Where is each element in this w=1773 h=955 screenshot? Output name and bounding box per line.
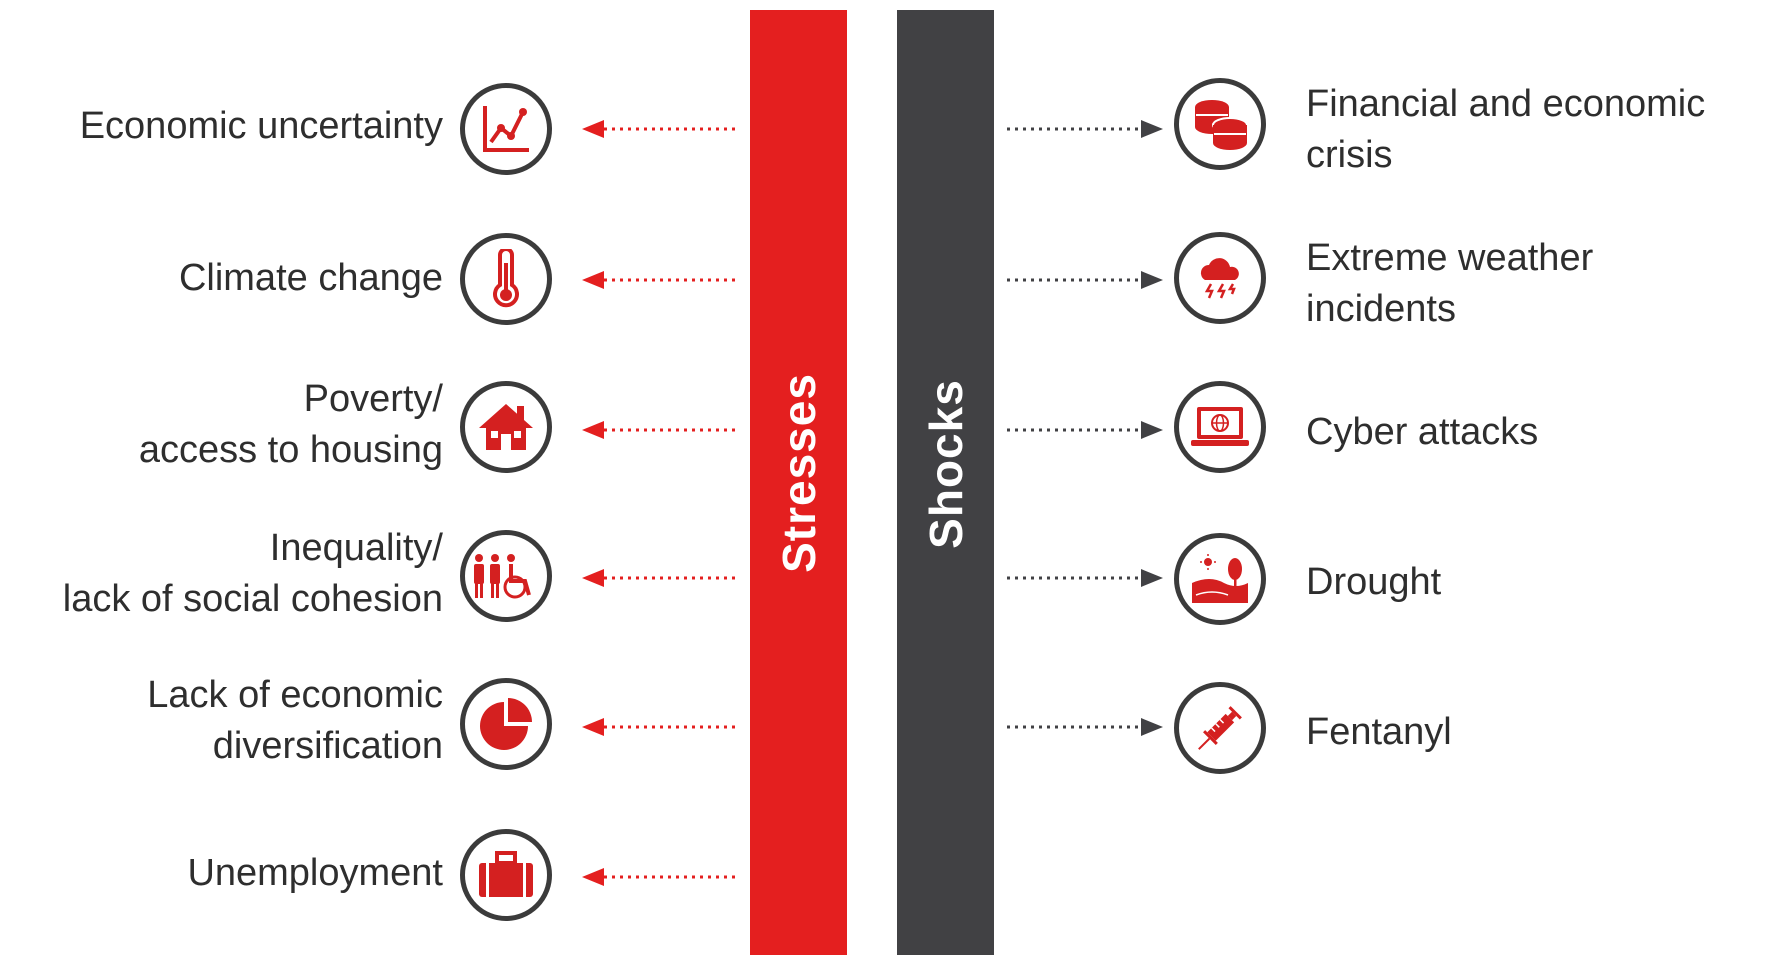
shocks-label: Shocks (919, 378, 972, 549)
stress-arrow (582, 420, 742, 440)
shock-arrow (1005, 717, 1165, 737)
syringe-icon (1174, 682, 1266, 774)
shock-arrow (1005, 568, 1165, 588)
shock-label-fentanyl: Fentanyl (1306, 711, 1452, 753)
storm-cloud-icon (1174, 232, 1266, 324)
line-chart-icon (460, 83, 552, 175)
shock-arrow (1005, 270, 1165, 290)
shock-arrow (1005, 119, 1165, 139)
shock-label-drought: Drought (1306, 561, 1442, 603)
stress-label-unemployment: Unemployment (187, 852, 443, 894)
stress-arrow (582, 568, 742, 588)
stresses-label: Stresses (772, 373, 825, 573)
stress-arrow (582, 119, 742, 139)
pie-chart-icon (460, 678, 552, 770)
stress-label-diversification: Lack of economic diversification (147, 674, 443, 767)
shocks-bar: Shocks (897, 10, 994, 955)
shock-arrow (1005, 420, 1165, 440)
stress-label-inequality: Inequality/ lack of social cohesion (62, 527, 443, 620)
shock-label-cyber-attacks: Cyber attacks (1306, 411, 1539, 453)
stress-label-poverty: Poverty/ access to housing (138, 378, 443, 471)
stress-label-climate-change: Climate change (178, 257, 443, 299)
stresses-bar: Stresses (750, 10, 847, 955)
shock-label-financial-crisis: Financial and economic crisis (1306, 83, 1706, 176)
stress-arrow (582, 717, 742, 737)
coins-icon (1174, 78, 1266, 170)
house-icon (460, 381, 552, 473)
briefcase-icon (460, 829, 552, 921)
thermometer-icon (460, 233, 552, 325)
drought-landscape-icon (1174, 533, 1266, 625)
stress-label-economic-uncertainty: Economic uncertainty (79, 105, 443, 147)
laptop-globe-icon (1174, 381, 1266, 473)
shock-label-extreme-weather: Extreme weather incidents (1306, 237, 1594, 330)
stress-arrow (582, 867, 742, 887)
people-wheelchair-icon (460, 530, 552, 622)
stress-arrow (582, 270, 742, 290)
